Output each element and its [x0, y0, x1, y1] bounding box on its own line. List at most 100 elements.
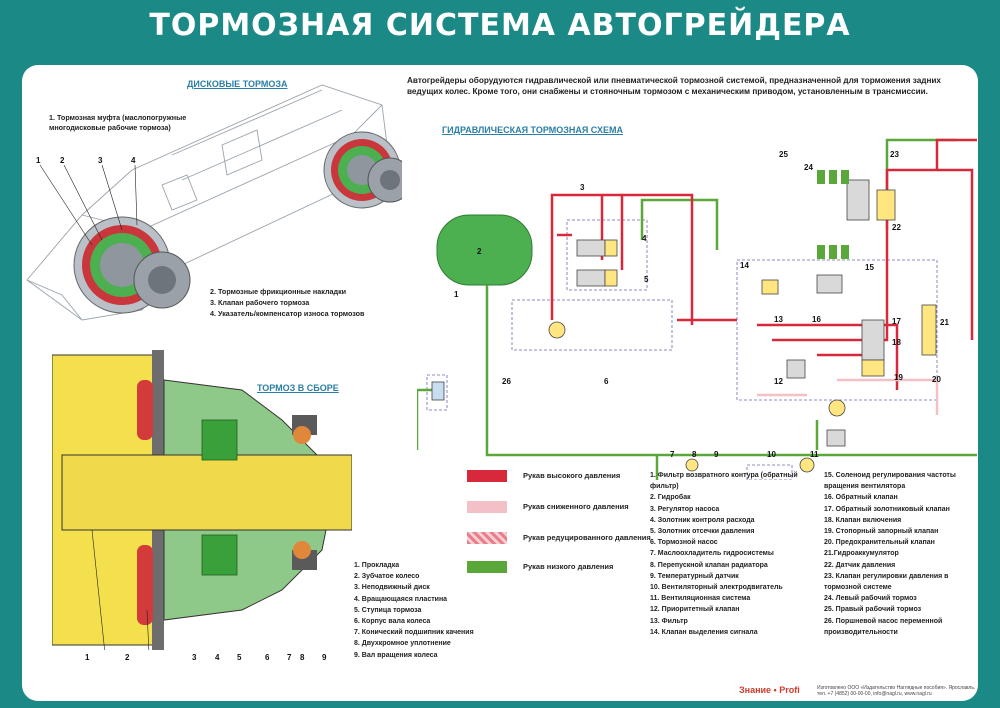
list-item: 11. Вентиляционная система	[650, 595, 751, 603]
content-board: ДИСКОВЫЕ ТОРМОЗА 1. Тормозная муфта (мас…	[22, 65, 978, 701]
legend-swatch	[467, 501, 507, 513]
brake-assembly-illustration	[52, 350, 352, 650]
legend-label: Рукав редуцированного давления	[523, 533, 651, 542]
scheme-num-17: 17	[892, 317, 901, 326]
list-item: фильтр)	[650, 483, 679, 491]
scheme-num-21: 21	[940, 318, 949, 327]
assembly-item: 2. Зубчатое колесо	[354, 573, 420, 581]
legend-swatch	[467, 532, 507, 544]
list-item: 17. Обратный золотниковый клапан	[824, 505, 950, 513]
list-item: 24. Левый рабочий тормоз	[824, 595, 917, 603]
publisher-info: Изготовлено ООО «Издательство Наглядные …	[817, 685, 976, 697]
scheme-num-6: 6	[604, 377, 609, 386]
assembly-num-2: 2	[125, 653, 130, 662]
list-item: 20. Предохранительный клапан	[824, 539, 935, 547]
assembly-num-9: 9	[322, 653, 327, 662]
assembly-num-1: 1	[85, 653, 90, 662]
component-list-1: 1. Фильтр возвратного контура (обратный …	[650, 470, 798, 638]
assembly-item: 5. Ступица тормоза	[354, 606, 422, 614]
publisher-logo: Знание • Profi	[739, 685, 800, 695]
list-item: 18. Клапан включения	[824, 516, 902, 524]
legend-label: Рукав низкого давления	[523, 562, 614, 571]
scheme-num-4: 4	[642, 234, 647, 243]
scheme-num-19: 19	[894, 373, 903, 382]
scheme-num-16: 16	[812, 315, 821, 324]
scheme-num-11: 11	[810, 450, 819, 459]
disc-label-1: 1. Тормозная муфта (маслопогружные много…	[49, 113, 187, 132]
scheme-header: ГИДРАВЛИЧЕСКАЯ ТОРМОЗНАЯ СХЕМА	[442, 125, 623, 135]
scheme-num-5: 5	[644, 275, 649, 284]
list-item: 2. Гидробак	[650, 494, 691, 502]
disc-label-2: 2. Тормозные фрикционные накладки	[210, 287, 347, 296]
hydraulic-scheme	[417, 138, 977, 480]
assembly-num-7: 7	[287, 653, 292, 662]
list-item: 21.Гидроаккумулятор	[824, 550, 899, 558]
component-list-2: 15. Соленоид регулирования частоты враще…	[824, 470, 956, 638]
disc-brakes-header: ДИСКОВЫЕ ТОРМОЗА	[187, 79, 288, 89]
scheme-num-3: 3	[580, 183, 585, 192]
scheme-num-9: 9	[714, 450, 719, 459]
list-item: 12. Приоритетный клапан	[650, 606, 740, 614]
scheme-num-20: 20	[932, 375, 941, 384]
scheme-num-1: 1	[454, 290, 459, 299]
scheme-num-15: 15	[865, 263, 874, 272]
list-item: 10. Вентиляторный электродвигатель	[650, 584, 783, 592]
legend-label: Рукав высокого давления	[523, 471, 621, 480]
assembly-item: 8. Двухкромное уплотнение	[354, 640, 451, 648]
disc-num-3: 3	[98, 156, 103, 165]
list-item: 14. Клапан выделения сигнала	[650, 628, 758, 636]
list-item: 6. Тормозной насос	[650, 539, 718, 547]
scheme-num-23: 23	[890, 150, 899, 159]
list-item: 7. Маслоохладитель гидросистемы	[650, 550, 774, 558]
scheme-num-26: 26	[502, 377, 511, 386]
list-item: 26. Поршневой насос переменной	[824, 617, 943, 625]
list-item: 13. Фильтр	[650, 617, 688, 625]
scheme-num-18: 18	[892, 338, 901, 347]
scheme-num-25: 25	[779, 150, 788, 159]
assembly-header: ТОРМОЗ В СБОРЕ	[257, 383, 339, 393]
disc-label-4: 4. Указатель/компенсатор износа тормозов	[210, 309, 365, 318]
disc-num-1: 1	[36, 156, 41, 165]
scheme-num-12: 12	[774, 377, 783, 386]
scheme-num-8: 8	[692, 450, 697, 459]
scheme-num-2: 2	[477, 247, 482, 256]
legend-swatch	[467, 561, 507, 573]
list-item: 3. Регулятор насоса	[650, 505, 720, 513]
assembly-item: 4. Вращающаяся пластина	[354, 595, 448, 603]
list-item: 8. Перепускной клапан радиатора	[650, 561, 768, 569]
scheme-num-14: 14	[740, 261, 749, 270]
list-item: тормозной системе	[824, 584, 892, 592]
list-item: 5. Золотник отсечки давления	[650, 528, 755, 536]
assembly-item: 1. Прокладка	[354, 562, 400, 569]
list-item: 16. Обратный клапан	[824, 494, 898, 502]
disc-brake-illustration	[26, 84, 402, 321]
legend-swatch	[467, 470, 507, 482]
disc-num-2: 2	[60, 156, 65, 165]
assembly-num-8: 8	[300, 653, 305, 662]
list-item: вращения вентилятора	[824, 483, 906, 491]
list-item: 25. Правый рабочий тормоз	[824, 606, 922, 614]
disc-num-4: 4	[131, 156, 136, 165]
assembly-num-6: 6	[265, 653, 270, 662]
page-title: ТОРМОЗНАЯ СИСТЕМА АВТОГРЕЙДЕРА	[149, 8, 851, 43]
disc-label-3: 3. Клапан рабочего тормоза	[210, 298, 310, 307]
list-item: 9. Температурный датчик	[650, 572, 739, 580]
list-item: 4. Золотник контроля расхода	[650, 516, 755, 524]
scheme-num-7: 7	[670, 450, 675, 459]
assembly-num-3: 3	[192, 653, 197, 662]
scheme-num-24: 24	[804, 163, 813, 172]
scheme-num-13: 13	[774, 315, 783, 324]
assembly-item: 6. Корпус вала колеса	[354, 618, 431, 626]
assembly-num-5: 5	[237, 653, 242, 662]
scheme-num-10: 10	[767, 450, 776, 459]
list-item: 1. Фильтр возвратного контура (обратный	[650, 472, 798, 479]
assembly-item: 3. Неподвижный диск	[354, 584, 430, 592]
assembly-num-4: 4	[215, 653, 220, 662]
list-item: 19. Стопорный запорный клапан	[824, 528, 939, 536]
legend-label: Рукав сниженного давления	[523, 502, 629, 511]
intro-text: Автогрейдеры оборудуются гидравлической …	[407, 76, 941, 96]
assembly-item: 9. Вал вращения колеса	[354, 651, 438, 659]
list-item: 15. Соленоид регулирования частоты	[824, 472, 956, 479]
list-item: производительности	[824, 628, 898, 636]
list-item: 23. Клапан регулировки давления в	[824, 572, 949, 580]
